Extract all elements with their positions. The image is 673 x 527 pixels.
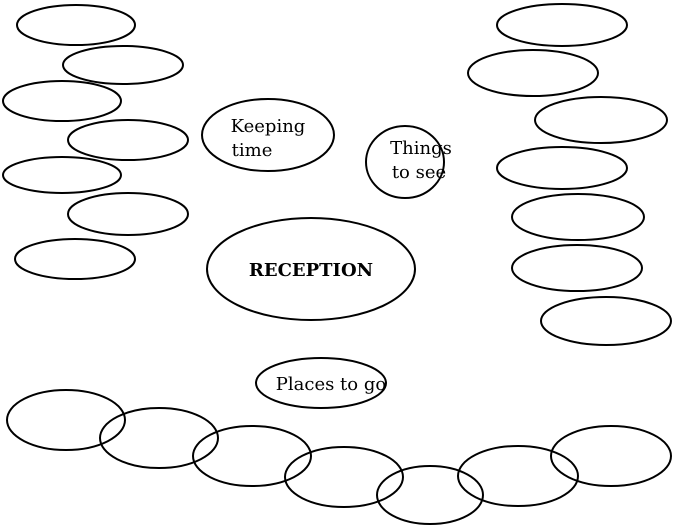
topic-oval[interactable] [255,357,387,409]
blank-oval[interactable] [14,238,136,280]
blank-oval[interactable] [511,244,643,292]
topic-label-line: Things [390,138,452,159]
blank-oval[interactable] [550,425,672,487]
blank-oval[interactable] [67,119,189,161]
blank-oval[interactable] [67,192,189,236]
topic-places-to-go: Places to go [255,357,387,409]
blank-oval[interactable] [496,146,628,190]
topic-label-line: Places to go [276,374,386,395]
blank-oval[interactable] [284,446,404,508]
center-topic: RECEPTION [206,217,416,321]
center-oval[interactable] [206,217,416,321]
blank-oval[interactable] [192,425,312,487]
blank-oval[interactable] [2,156,122,194]
blank-oval[interactable] [376,465,484,525]
center-label: RECEPTION [249,260,373,281]
topic-oval[interactable] [201,98,335,172]
left-column-blank-ovals [2,4,189,280]
topic-label-line: to see [392,162,446,183]
blank-oval[interactable] [457,445,579,507]
bottom-chain-blank-ovals [6,389,672,525]
right-column-blank-ovals [467,3,672,346]
blank-oval[interactable] [16,4,136,46]
blank-oval[interactable] [534,96,668,144]
blank-oval[interactable] [6,389,126,451]
blank-oval[interactable] [2,80,122,122]
topic-label-line: time [232,140,273,161]
topic-things-to-see: Things to see [365,125,452,199]
blank-oval[interactable] [540,296,672,346]
topic-oval[interactable] [365,125,445,199]
blank-oval[interactable] [62,45,184,85]
blank-oval[interactable] [511,193,645,241]
topic-label-line: Keeping [231,116,306,137]
blank-oval[interactable] [467,49,599,97]
blank-oval[interactable] [496,3,628,47]
topic-keeping-time: Keeping time [201,98,335,172]
blank-oval[interactable] [99,407,219,469]
